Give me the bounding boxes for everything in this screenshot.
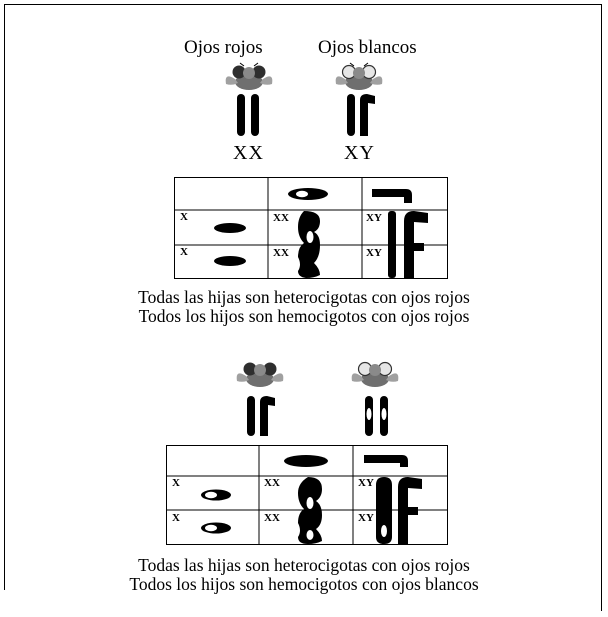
row-label: X <box>180 211 188 223</box>
f1-male-chromosomes <box>365 396 388 436</box>
cell-genotype: XX <box>264 512 280 524</box>
figure-frame <box>4 4 602 611</box>
cell-genotype: XX <box>273 212 289 224</box>
cell-genotype: XY <box>358 477 374 489</box>
white-eyed-fly-icon <box>335 62 383 90</box>
row-label: X <box>172 512 180 524</box>
cell-genotype: XX <box>264 477 280 489</box>
male-phenotype-label: Ojos blancos <box>318 37 417 58</box>
caption-sons-1: Todos los hijos son hemocigotos con ojos… <box>138 306 470 326</box>
red-eyed-fly-icon <box>225 62 273 90</box>
cell-genotype: XX <box>273 247 289 259</box>
cell-genotype: XY <box>366 212 382 224</box>
caption-daughters-1: Todas las hijas son heterocigotas con oj… <box>138 287 470 307</box>
red-eyed-fly-icon <box>236 362 284 387</box>
female-phenotype-label: Ojos rojos <box>184 37 263 58</box>
punnett-square-1 <box>174 177 448 279</box>
f1-female-chromosomes <box>247 396 275 436</box>
female-xx-chromosomes <box>237 94 259 136</box>
male-xy-chromosomes <box>347 94 375 136</box>
cell-genotype: XY <box>366 247 382 259</box>
female-genotype: XX <box>233 142 264 164</box>
caption-sons-2: Todos los hijos son hemocigotos con ojos… <box>129 574 479 594</box>
punnett-square-2 <box>166 445 448 545</box>
male-genotype: XY <box>344 142 375 164</box>
row-label: X <box>172 477 180 489</box>
caption-daughters-2: Todas las hijas son heterocigotas con oj… <box>138 555 470 575</box>
white-eyed-fly-icon <box>351 361 399 387</box>
row-label: X <box>180 246 188 258</box>
cell-genotype: XY <box>358 512 374 524</box>
